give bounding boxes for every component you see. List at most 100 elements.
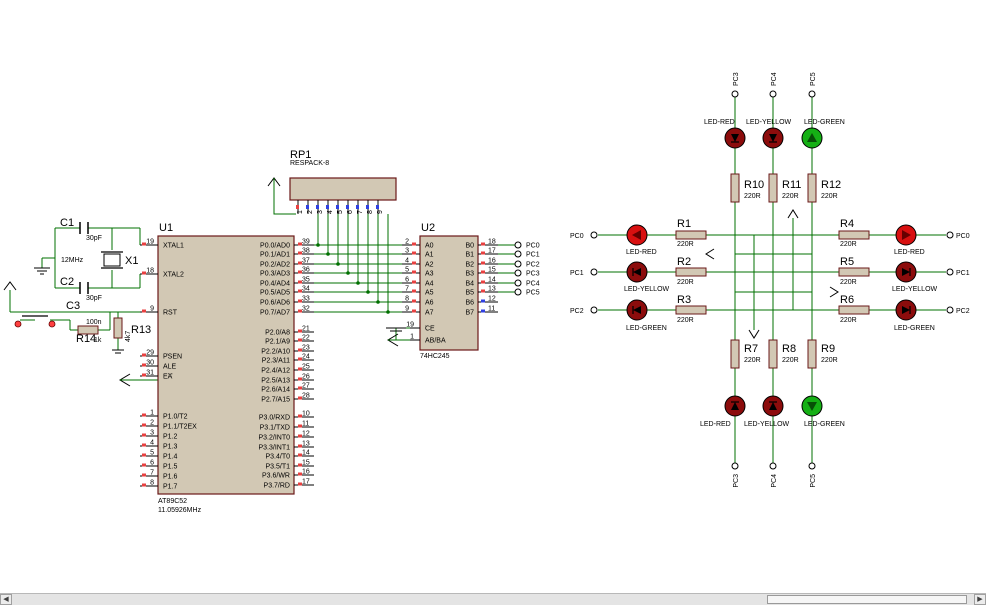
resistor-r2: R2 220R — [675, 256, 707, 286]
pin-marker — [298, 434, 302, 438]
svg-text:LED-YELLOW: LED-YELLOW — [892, 286, 938, 293]
x1-ref: X1 — [125, 255, 138, 267]
pin-name: ALE — [163, 364, 177, 371]
pin-marker — [298, 453, 302, 457]
pin-marker — [412, 270, 416, 274]
pin-marker — [298, 463, 302, 467]
pin-marker — [298, 299, 302, 303]
pin-number: 5 — [405, 267, 409, 274]
scroll-right-icon[interactable]: ▶ — [974, 594, 986, 605]
pin-marker — [412, 251, 416, 255]
pin-number: 7 — [357, 210, 364, 214]
r13-ref: R13 — [131, 324, 151, 336]
resistor-r8: R8 220R — [768, 339, 799, 369]
led-left-yellow — [626, 261, 648, 283]
pin-number: 1 — [297, 210, 304, 214]
pin-marker — [366, 205, 369, 209]
pin-marker — [298, 309, 302, 313]
pin-name: CE — [425, 326, 435, 333]
pin-marker — [412, 309, 416, 313]
pin-number: 25 — [302, 364, 310, 371]
pin-name: P2.6/A14 — [261, 387, 290, 394]
pin-number: 6 — [347, 210, 354, 214]
respack-part: RESPACK-8 — [290, 160, 329, 167]
mcu-u1[interactable]: U1 AT89C52 11.05926MHz 19XTAL118XTAL29RS… — [140, 222, 314, 514]
svg-text:LED-GREEN: LED-GREEN — [804, 119, 845, 126]
c1-ref: C1 — [60, 217, 74, 229]
svg-text:R4: R4 — [840, 218, 854, 230]
led-top-red — [724, 127, 746, 149]
term-top-pc4: PC4 — [771, 72, 778, 86]
output-label: PC1 — [526, 252, 540, 259]
pin-name: P2.0/A8 — [265, 330, 290, 337]
pin-name: P0.5/AD5 — [260, 290, 290, 297]
led-bottom-red — [724, 395, 746, 417]
svg-text:LED-YELLOW: LED-YELLOW — [744, 421, 790, 428]
svg-text:R11: R11 — [782, 179, 801, 191]
output-label: PC0 — [526, 243, 540, 250]
pin-number: 17 — [488, 248, 496, 255]
pin-name: P2.5/A13 — [261, 378, 290, 385]
pin-name: P3.7/RD — [264, 483, 290, 490]
pin-number: 15 — [488, 267, 496, 274]
pin-number: 39 — [302, 239, 310, 246]
pin-marker — [481, 299, 485, 303]
pin-marker — [306, 205, 309, 209]
pin-number: 27 — [302, 383, 310, 390]
scroll-thumb[interactable] — [767, 595, 967, 604]
pin-marker — [316, 205, 319, 209]
pin-name: B6 — [465, 300, 474, 307]
pin-number: 28 — [302, 393, 310, 400]
mcu-left-pins: 19XTAL118XTAL29RST29PSEN30ALE31EA1P1.0/T… — [140, 239, 197, 491]
svg-text:R10: R10 — [744, 179, 764, 191]
svg-text:LED-RED: LED-RED — [894, 249, 925, 256]
pin-number: 22 — [302, 335, 310, 342]
pin-name: B1 — [465, 252, 474, 259]
pin-number: 2 — [150, 420, 154, 427]
pin-name: P2.7/A15 — [261, 397, 290, 404]
pin-number: 16 — [302, 469, 310, 476]
pin-marker — [298, 357, 302, 361]
buffer-part: 74HC245 — [420, 353, 450, 360]
pin-number: 12 — [302, 431, 310, 438]
r13-value: 4k7 — [125, 331, 132, 342]
led-top-yellow — [762, 127, 784, 149]
pin-marker — [298, 261, 302, 265]
pin-marker — [298, 251, 302, 255]
ea-arrow — [119, 373, 158, 387]
pin-name: P3.0/RXD — [259, 415, 290, 422]
c2-value: 30pF — [86, 295, 102, 302]
pin-marker — [142, 271, 146, 275]
pin-marker — [412, 242, 416, 246]
scroll-left-icon[interactable]: ◀ — [0, 594, 12, 605]
pin-name: P3.6/WR — [262, 473, 290, 480]
svg-text:R2: R2 — [677, 256, 691, 268]
pin-marker — [298, 289, 302, 293]
pin-number: 13 — [488, 286, 496, 293]
pin-marker — [481, 251, 485, 255]
svg-text:LED-RED: LED-RED — [700, 421, 731, 428]
pin-number: 4 — [150, 440, 154, 447]
pin-number: 26 — [302, 374, 310, 381]
term-top-pc3: PC3 — [733, 72, 740, 86]
svg-text:LED-GREEN: LED-GREEN — [894, 325, 935, 332]
pin-number: 1 — [410, 334, 414, 341]
pin-number: 1 — [150, 410, 154, 417]
pin-name: P0.3/AD3 — [260, 271, 290, 278]
pin-name: P0.7/AD7 — [260, 310, 290, 317]
pin-marker — [142, 473, 146, 477]
pin-name: P3.2/INT0 — [258, 435, 290, 442]
pin-number: 13 — [302, 441, 310, 448]
resistor-r4: R4 220R — [838, 218, 870, 248]
output-terminal — [514, 288, 522, 296]
svg-text:220R: 220R — [677, 241, 694, 248]
pin-number: 11 — [302, 421, 309, 428]
horizontal-scrollbar[interactable]: ◀ ▶ — [0, 593, 986, 605]
pin-number: 29 — [146, 350, 154, 357]
pin-number: 31 — [146, 370, 154, 377]
output-label: PC2 — [526, 262, 540, 269]
